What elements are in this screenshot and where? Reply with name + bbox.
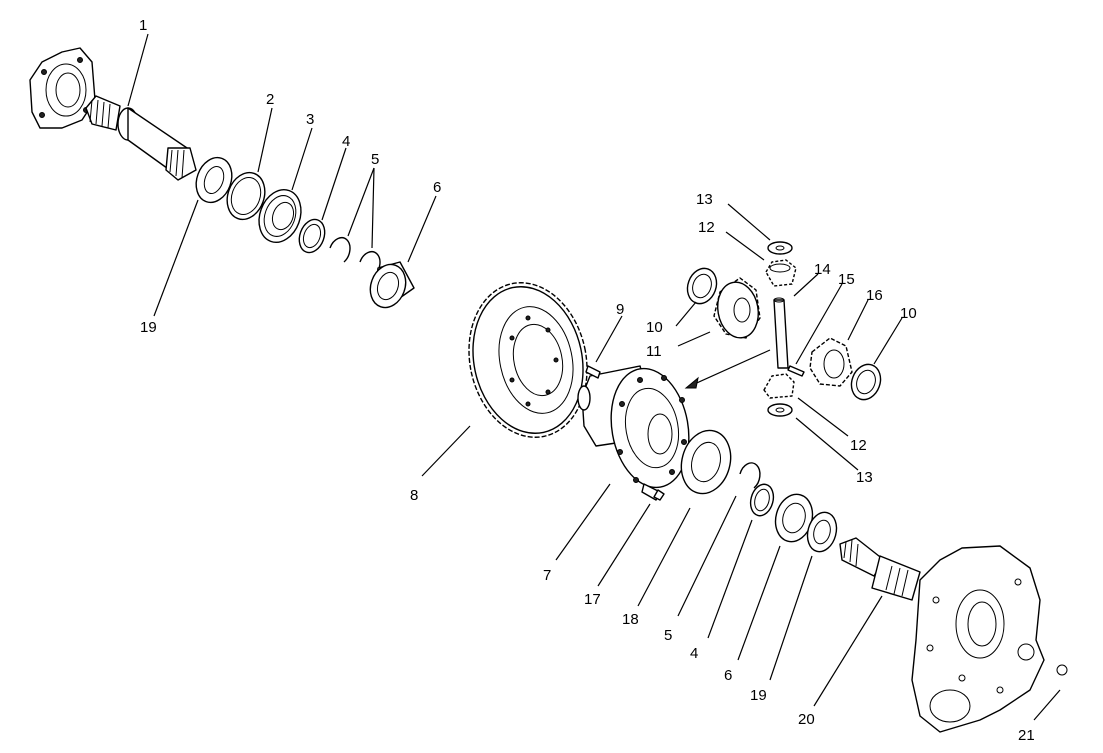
callout-4: 4 (690, 645, 698, 662)
callout-11: 11 (646, 343, 662, 360)
part-12-pinion-lower (763, 373, 795, 399)
callout-12: 12 (698, 219, 715, 236)
callout-3: 3 (306, 111, 314, 128)
part-17-bolt (641, 483, 665, 501)
part-16-side-gear-right (809, 337, 853, 387)
part-10-thrust-washer-upper (686, 267, 718, 305)
callout-4: 4 (342, 133, 350, 150)
callout-7: 7 (543, 567, 551, 584)
part-9-pin (585, 365, 601, 379)
callout-21: 21 (1018, 727, 1035, 744)
part-4-ring-left (298, 218, 326, 254)
part-21-housing (911, 545, 1068, 733)
part-11-side-gear (713, 277, 761, 339)
callout-12: 12 (850, 437, 867, 454)
callout-19: 19 (750, 687, 767, 704)
callout-19: 19 (140, 319, 157, 336)
part-6-bearing-left (369, 261, 415, 309)
part-13-washer-lower (767, 403, 793, 417)
callout-8: 8 (410, 487, 418, 504)
part-1-axle-shaft-left (29, 47, 197, 181)
callout-15: 15 (838, 271, 855, 288)
callout-10: 10 (646, 319, 663, 336)
callout-17: 17 (584, 591, 601, 608)
part-20-stub-shaft (839, 537, 921, 601)
callout-2: 2 (266, 91, 274, 108)
part-19-seal-left (195, 156, 233, 204)
part-14-cross-shaft (773, 297, 789, 369)
callout-18: 18 (622, 611, 639, 628)
part-7-differential-case (577, 365, 690, 489)
part-15-roll-pin (787, 365, 805, 377)
part-13-washer-upper (767, 241, 793, 255)
part-3-bearing (258, 189, 302, 243)
callout-13: 13 (696, 191, 713, 208)
part-8-ring-gear (468, 282, 588, 438)
part-5-snap-ring-right (739, 462, 761, 489)
part-18-bearing (680, 429, 732, 495)
callout-6: 6 (724, 667, 732, 684)
callout-numbers: 1 2 3 4 5 6 19 13 12 14 15 16 10 9 10 11… (139, 17, 1035, 744)
callout-6: 6 (433, 179, 441, 196)
part-12-pinion-upper (765, 259, 797, 287)
part-10-thrust-washer-lower (850, 363, 882, 401)
callout-9: 9 (616, 301, 624, 318)
callout-13: 13 (856, 469, 873, 486)
part-6-bearing-right (774, 493, 814, 543)
part-19-seal-right (806, 511, 838, 553)
callout-14: 14 (814, 261, 831, 278)
callout-5: 5 (371, 151, 379, 168)
callout-16: 16 (866, 287, 883, 304)
leader-lines (127, 33, 1061, 721)
callout-5: 5 (664, 627, 672, 644)
part-4-ring-right (749, 483, 775, 517)
callout-1: 1 (139, 17, 147, 34)
callout-20: 20 (798, 711, 815, 728)
callout-10: 10 (900, 305, 917, 322)
part-2-ring (226, 171, 266, 221)
